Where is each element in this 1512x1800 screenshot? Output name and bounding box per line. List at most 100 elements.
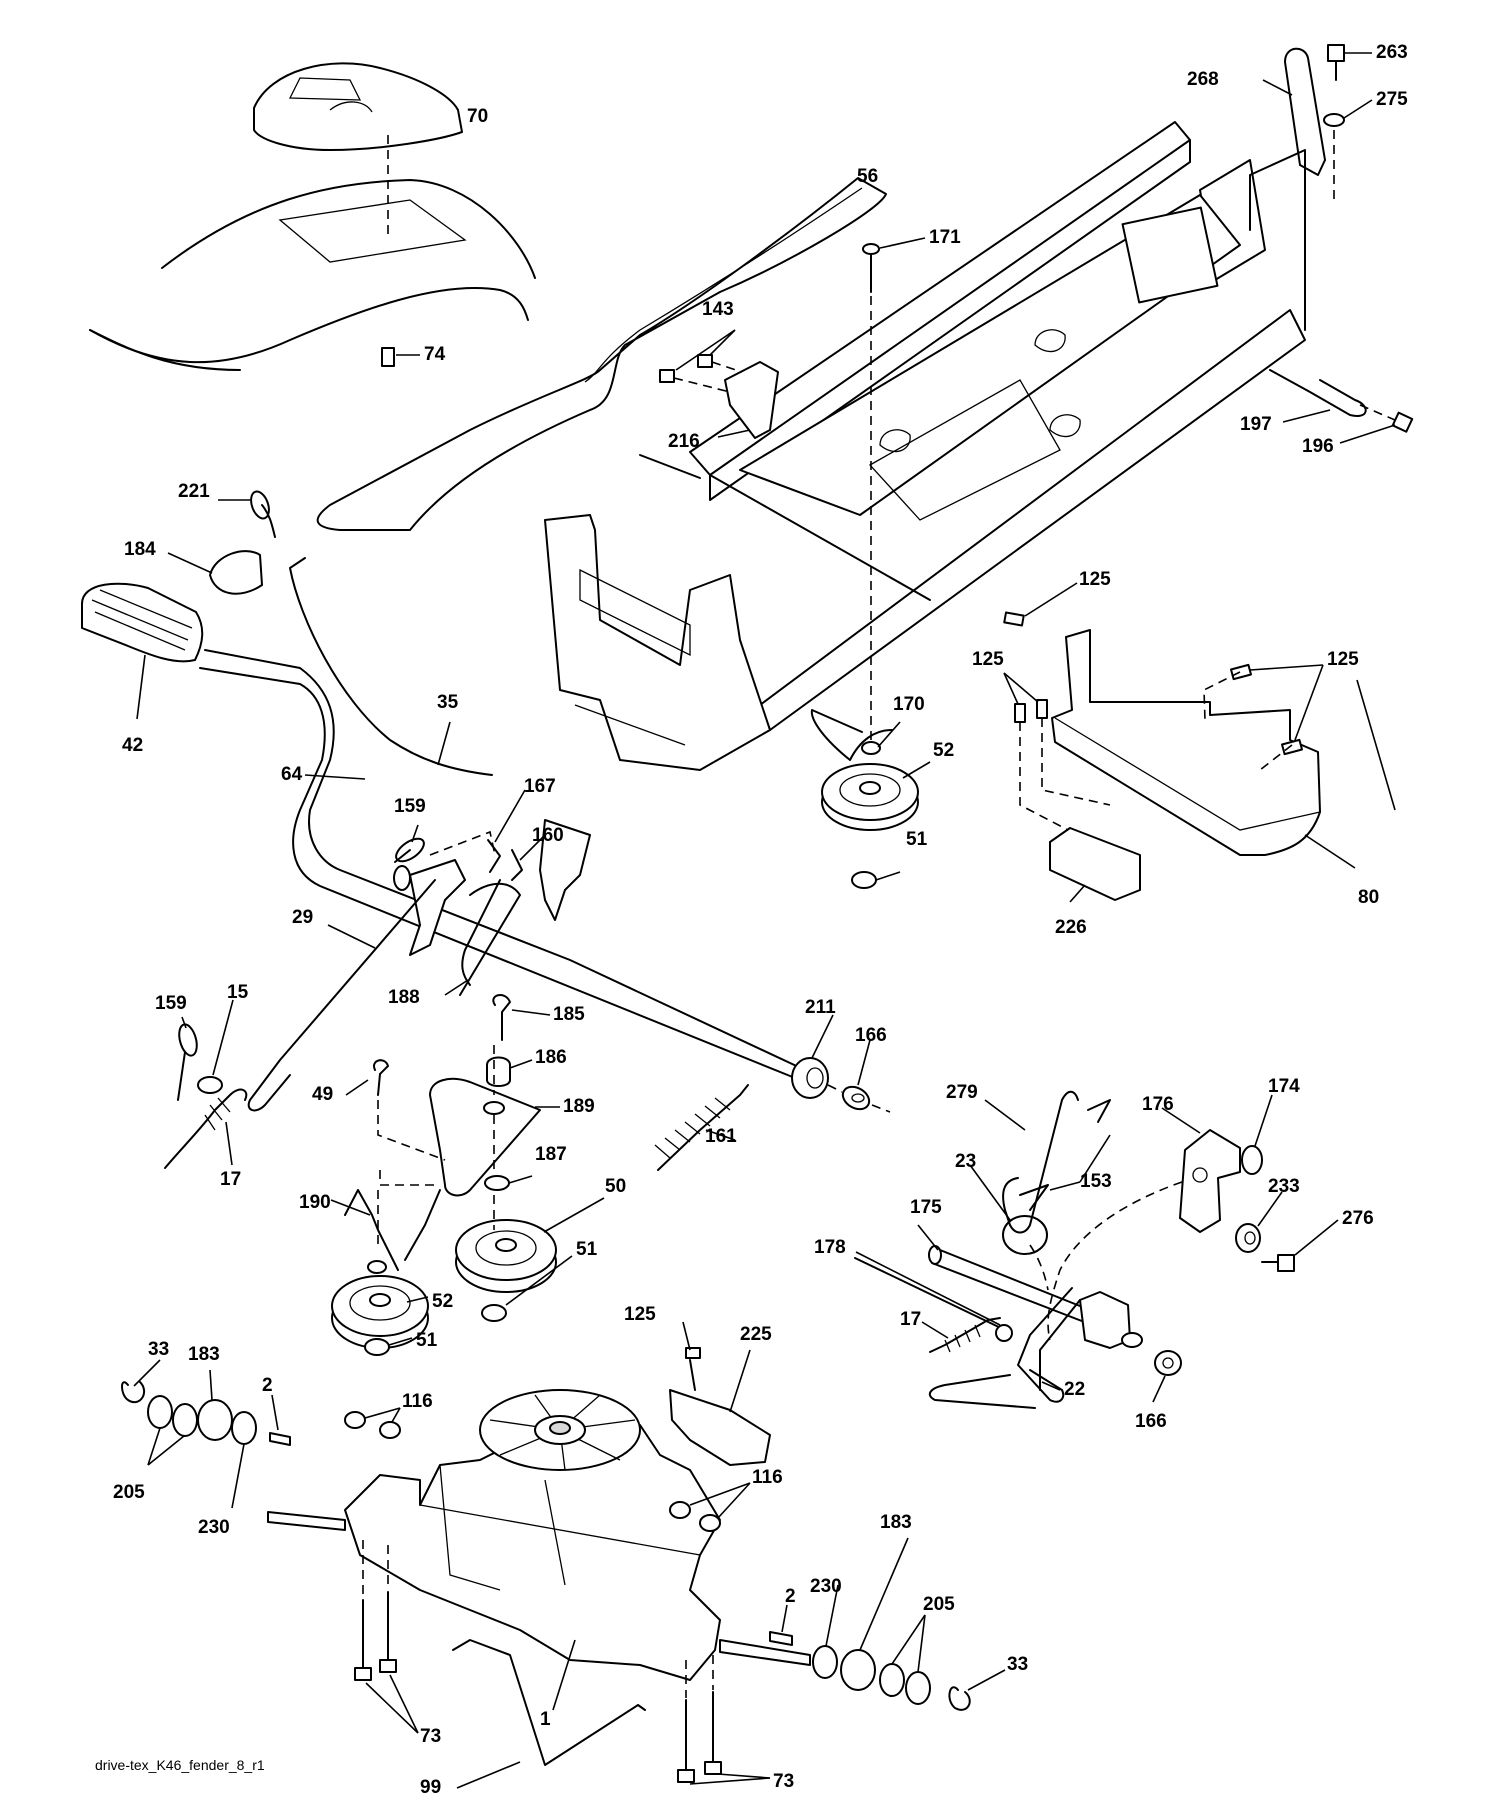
pulley-52a bbox=[810, 709, 931, 889]
callout-159a: 159 bbox=[394, 796, 426, 817]
callout-268: 268 bbox=[1187, 69, 1219, 90]
washer-174 bbox=[1241, 1094, 1273, 1175]
callout-35: 35 bbox=[437, 692, 459, 713]
rod-188 bbox=[444, 879, 501, 996]
rod-29 bbox=[247, 879, 436, 1112]
callout-51a: 51 bbox=[906, 829, 928, 850]
bracket-216 bbox=[659, 329, 779, 439]
bolt-276 bbox=[1261, 1219, 1339, 1272]
callout-33b: 33 bbox=[1007, 1654, 1028, 1675]
callout-125b: 125 bbox=[972, 649, 1004, 670]
callout-188: 188 bbox=[388, 987, 420, 1008]
drive-belt-56 bbox=[316, 177, 887, 531]
bushing-211 bbox=[791, 1014, 834, 1099]
callout-170: 170 bbox=[893, 694, 925, 715]
callout-159b: 159 bbox=[155, 993, 187, 1014]
callout-143: 143 bbox=[702, 299, 734, 320]
callout-225: 225 bbox=[740, 1324, 772, 1345]
pulley-50 bbox=[455, 1195, 605, 1322]
callout-49: 49 bbox=[312, 1084, 333, 1105]
callout-216: 216 bbox=[668, 431, 700, 452]
washer-166b bbox=[1152, 1350, 1182, 1403]
callout-175: 175 bbox=[910, 1197, 942, 1218]
callout-183b: 183 bbox=[880, 1512, 912, 1533]
clips-153 bbox=[1019, 1099, 1111, 1211]
callout-153: 153 bbox=[1080, 1171, 1112, 1192]
callout-263: 263 bbox=[1376, 42, 1408, 63]
callout-205b: 205 bbox=[923, 1594, 955, 1615]
callout-99: 99 bbox=[420, 1777, 441, 1798]
rod-35 bbox=[289, 557, 493, 776]
callout-230b: 230 bbox=[810, 1576, 842, 1597]
bolts-73b bbox=[677, 1655, 771, 1785]
callout-279: 279 bbox=[946, 1082, 978, 1103]
pin-159b-washer-15-spring-17 bbox=[164, 999, 248, 1169]
bracket-176 bbox=[1161, 1107, 1241, 1233]
callout-174: 174 bbox=[1268, 1076, 1300, 1097]
callout-187: 187 bbox=[535, 1144, 567, 1165]
pin-159a bbox=[394, 824, 425, 863]
callout-17b: 17 bbox=[900, 1309, 921, 1330]
callout-211: 211 bbox=[805, 997, 836, 1018]
idler-plate-189 bbox=[345, 994, 560, 1197]
pulley-52b bbox=[330, 1189, 441, 1356]
callout-74: 74 bbox=[424, 344, 446, 365]
callout-29: 29 bbox=[292, 907, 313, 928]
callout-50: 50 bbox=[605, 1176, 626, 1197]
callout-22: 22 bbox=[1064, 1379, 1085, 1400]
cooling-fan bbox=[479, 1389, 641, 1471]
callout-196: 196 bbox=[1302, 436, 1334, 457]
callout-176: 176 bbox=[1142, 1094, 1174, 1115]
spring-161 bbox=[654, 1084, 749, 1171]
callout-33a: 33 bbox=[148, 1339, 169, 1360]
deflector-225 bbox=[669, 1321, 771, 1466]
callout-64: 64 bbox=[281, 764, 303, 785]
callout-184: 184 bbox=[124, 539, 156, 560]
callout-42: 42 bbox=[122, 735, 143, 756]
callout-190: 190 bbox=[299, 1192, 331, 1213]
callout-178: 178 bbox=[814, 1237, 846, 1258]
callout-2b: 2 bbox=[785, 1586, 796, 1607]
rod-178 bbox=[854, 1251, 1013, 1342]
pedal-arms bbox=[393, 819, 591, 996]
callout-160: 160 bbox=[532, 825, 564, 846]
grip-42 bbox=[81, 582, 204, 720]
callout-17a: 17 bbox=[220, 1169, 241, 1190]
spring-17b bbox=[921, 1317, 1001, 1353]
callout-275: 275 bbox=[1376, 89, 1408, 110]
callout-230a: 230 bbox=[198, 1517, 230, 1538]
callout-2a: 2 bbox=[262, 1375, 273, 1396]
callout-73b: 73 bbox=[773, 1771, 794, 1792]
diagram-caption: drive-tex_K46_fender_8_r1 bbox=[95, 1757, 265, 1773]
lift-handle-268 bbox=[1262, 44, 1373, 205]
fender-cover-70 bbox=[253, 62, 463, 151]
callout-23: 23 bbox=[955, 1151, 976, 1172]
dashed-link-brake bbox=[1029, 1181, 1183, 1341]
transaxle-1 bbox=[267, 1419, 811, 1711]
brake-arm-22 bbox=[928, 1287, 1143, 1409]
callout-166b: 166 bbox=[1135, 1411, 1167, 1432]
callout-167: 167 bbox=[524, 776, 556, 797]
bolt-171 bbox=[862, 237, 926, 740]
callout-197: 197 bbox=[1240, 414, 1272, 435]
washer-166a bbox=[827, 1039, 891, 1113]
callout-116b: 116 bbox=[752, 1467, 783, 1488]
bolt-74 bbox=[381, 347, 420, 367]
callout-276: 276 bbox=[1342, 1208, 1374, 1229]
rod-279 bbox=[984, 1090, 1079, 1234]
callout-186: 186 bbox=[535, 1047, 567, 1068]
callout-171: 171 bbox=[929, 227, 961, 248]
callout-51c: 51 bbox=[416, 1330, 438, 1351]
callout-161: 161 bbox=[705, 1126, 737, 1147]
callout-189: 189 bbox=[563, 1096, 595, 1117]
lever-197 bbox=[1269, 369, 1414, 444]
knob-184 bbox=[167, 550, 263, 595]
nuts-116b bbox=[669, 1482, 751, 1532]
callout-185: 185 bbox=[553, 1004, 585, 1025]
callout-15: 15 bbox=[227, 982, 249, 1003]
callout-125a: 125 bbox=[1079, 569, 1111, 590]
fender-body bbox=[89, 135, 536, 371]
linkage-167-160 bbox=[429, 789, 545, 881]
